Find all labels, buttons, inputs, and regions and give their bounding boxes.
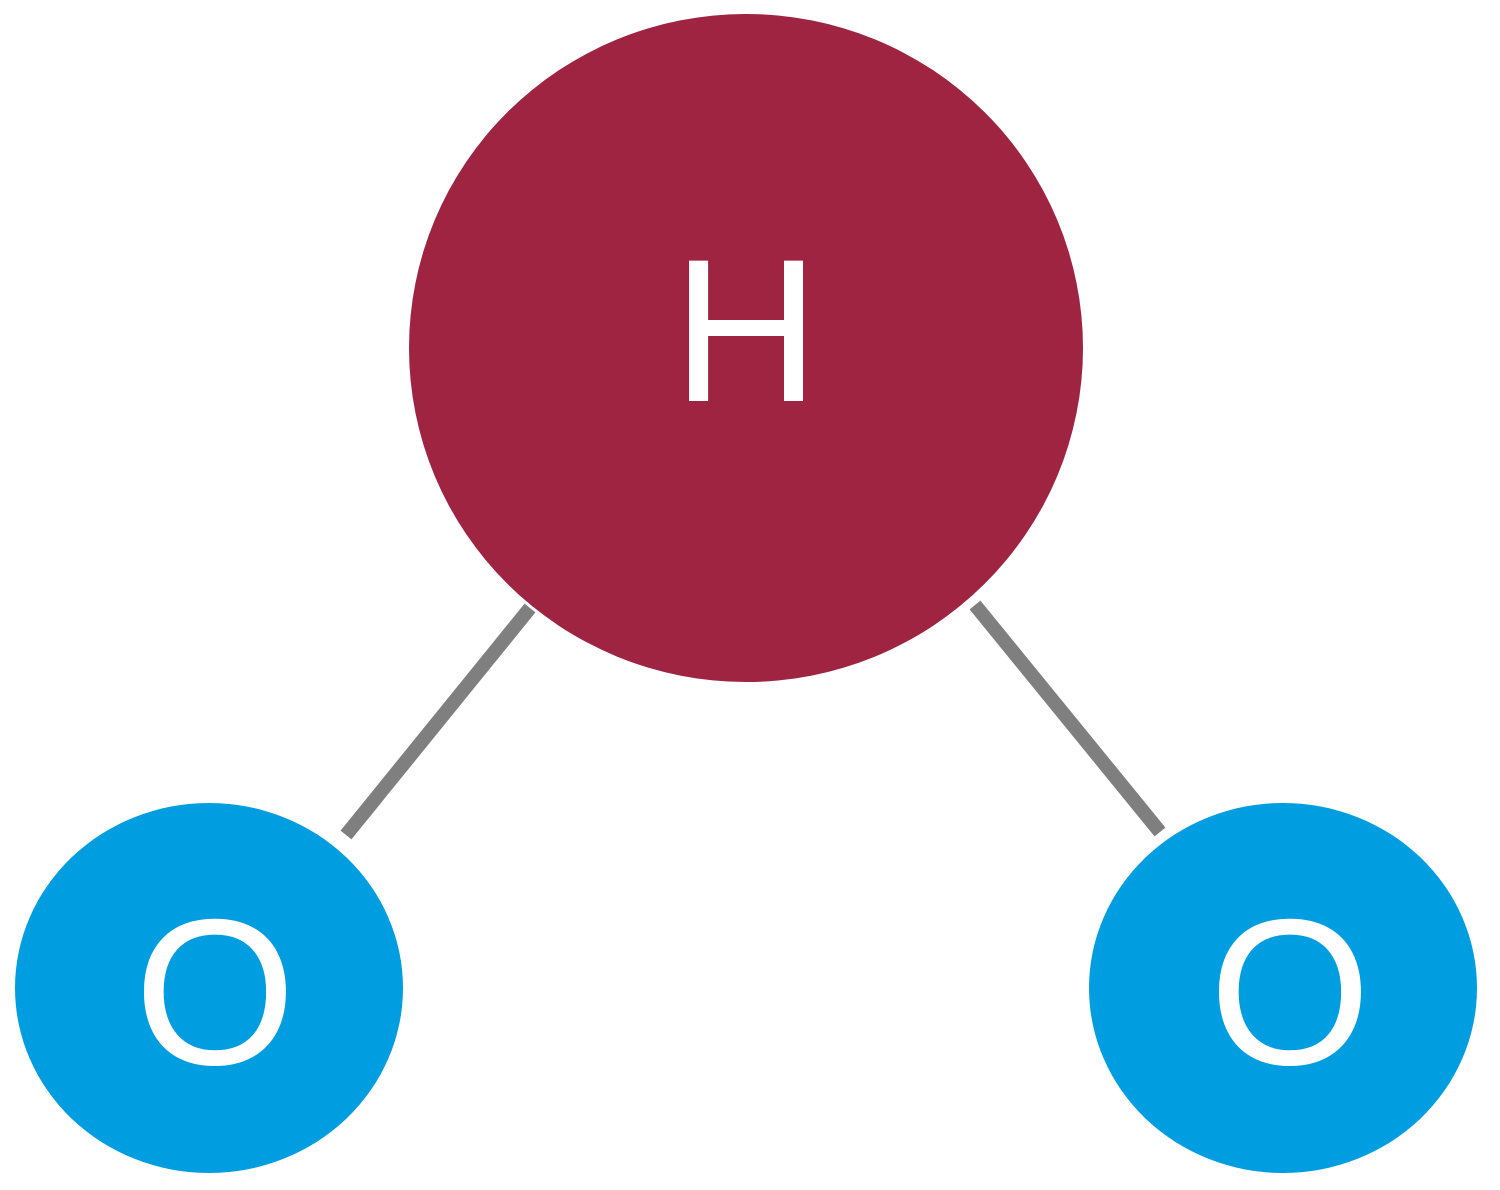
bond-left [340, 603, 536, 840]
atom-center: H [409, 14, 1083, 682]
atom-left-circle [15, 803, 403, 1173]
atom-left-label: O [134, 877, 296, 1109]
atom-center-circle [409, 14, 1083, 682]
atom-right-circle [1089, 803, 1477, 1173]
atom-center-label: H [672, 217, 819, 445]
atom-left: O [15, 803, 403, 1173]
atom-right: O [1089, 803, 1477, 1173]
bond-right [969, 600, 1166, 837]
atom-right-label: O [1209, 877, 1371, 1109]
